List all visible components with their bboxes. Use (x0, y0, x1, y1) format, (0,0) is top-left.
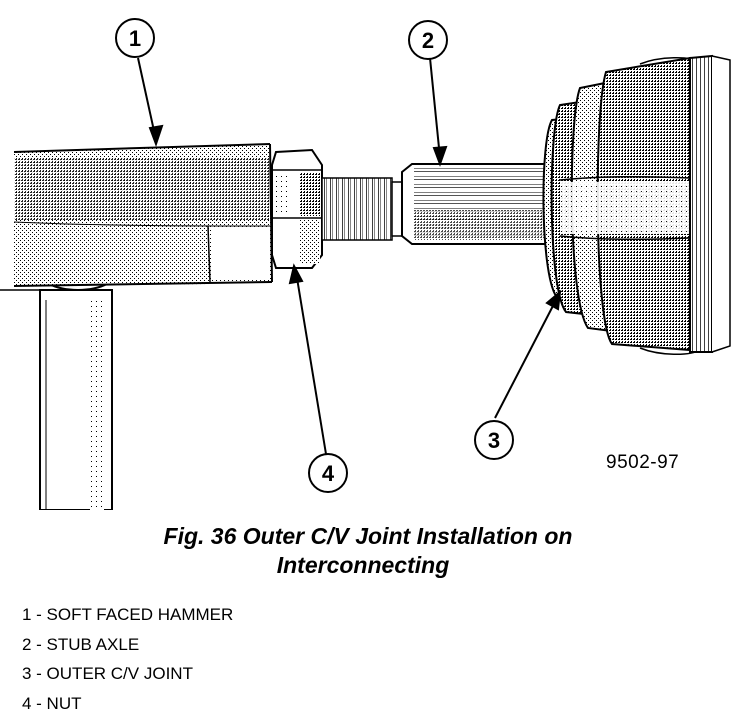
callout-3-number: 3 (488, 428, 500, 453)
callout-2-number: 2 (422, 28, 434, 53)
callout-2: 2 (408, 20, 448, 60)
callout-3: 3 (474, 420, 514, 460)
leader-lines (137, 57, 562, 455)
caption-line-1: Fig. 36 Outer C/V Joint Installation on (163, 523, 573, 549)
threaded-shaft (321, 177, 403, 241)
callout-1-number: 1 (129, 26, 141, 51)
figure-caption: Fig. 36 Outer C/V Joint Installation on … (0, 522, 736, 580)
callout-4-number: 4 (322, 461, 335, 486)
stub-axle (401, 163, 555, 245)
figure-code: 9502-97 (606, 452, 680, 473)
legend-item: 2 - STUB AXLE (22, 634, 140, 654)
callout-1: 1 (115, 18, 155, 58)
outer-cv-joint (542, 54, 731, 355)
legend-item: 1 - SOFT FACED HAMMER (22, 605, 234, 624)
nut (271, 148, 323, 269)
legend-item: 3 - OUTER C/V JOINT (22, 664, 193, 683)
caption-line-2: Interconnecting (276, 552, 450, 578)
illustration: 1 2 3 4 (0, 18, 731, 510)
legend-list: 1 - SOFT FACED HAMMER 2 - STUB AXLE 3 - … (22, 600, 233, 718)
hammer-head (0, 143, 273, 291)
legend-item: 4 - NUT (22, 693, 82, 713)
callout-4: 4 (308, 453, 348, 493)
